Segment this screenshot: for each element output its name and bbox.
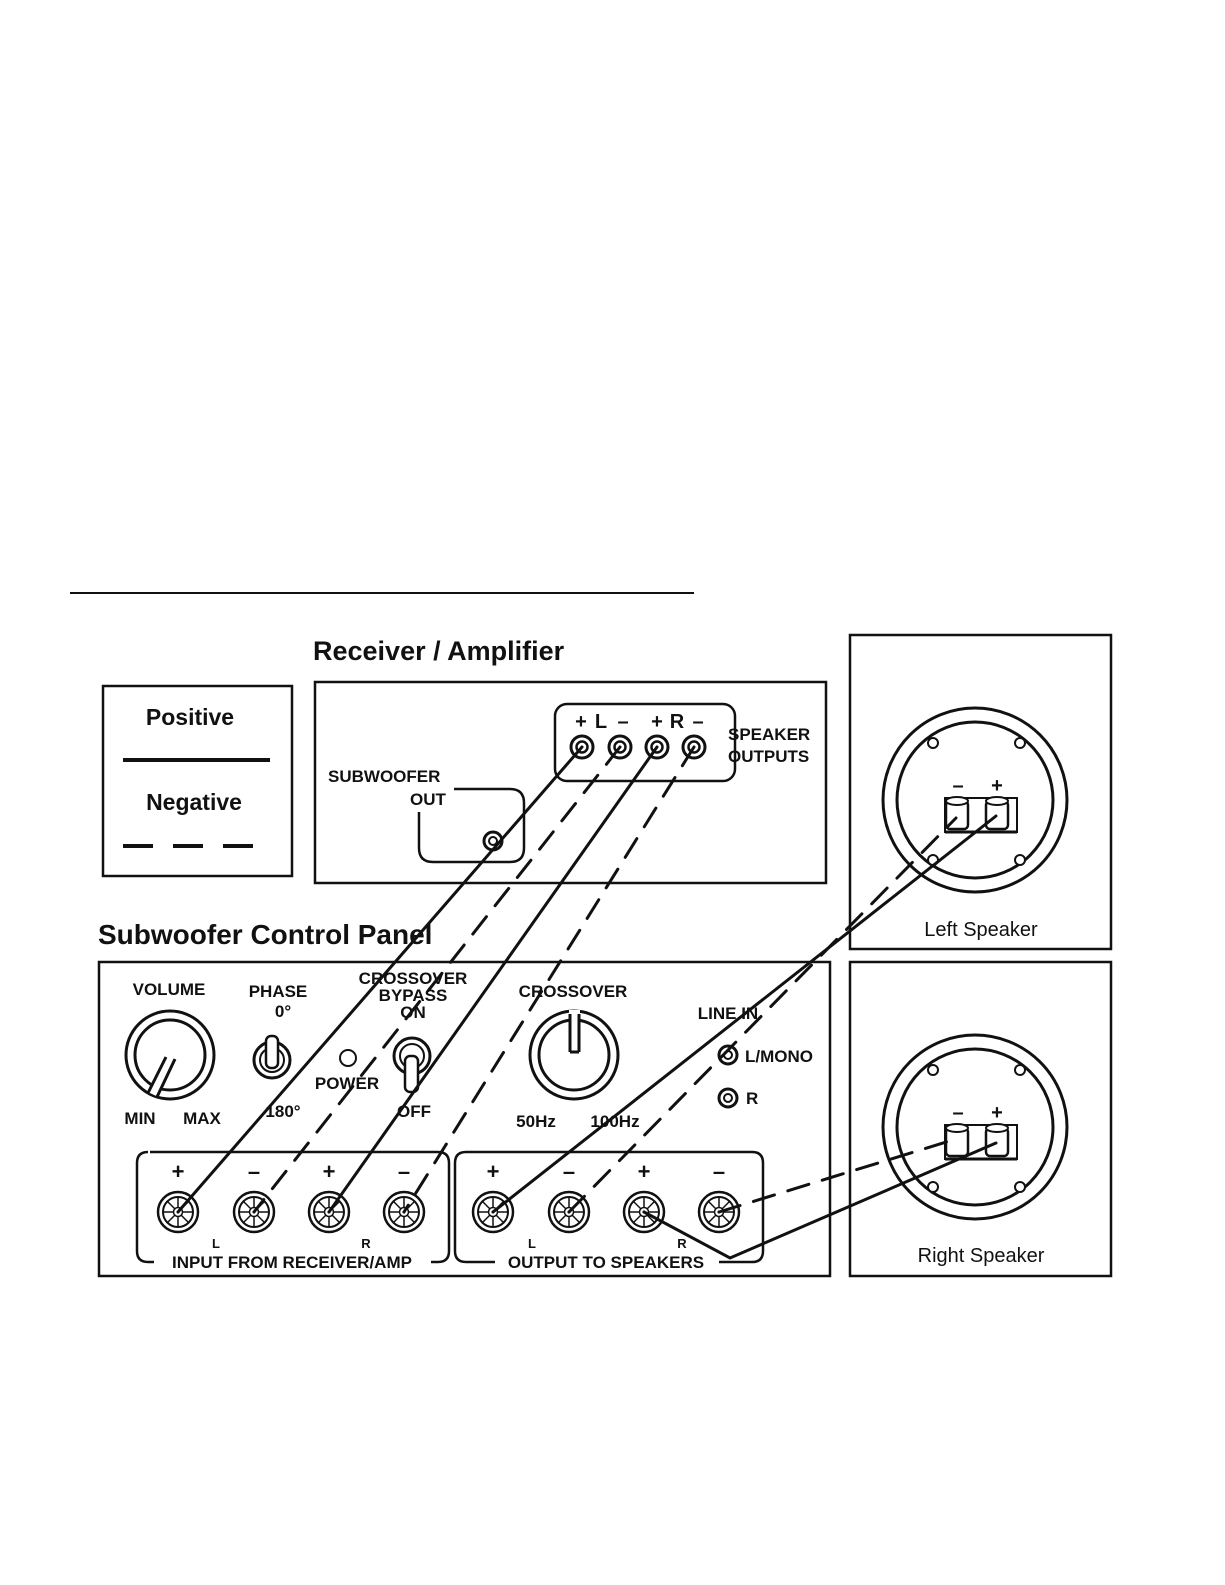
- terminal-mark-r: R: [670, 711, 685, 733]
- right-speaker: – + Right Speaker: [848, 960, 1113, 1278]
- power-label: POWER: [315, 1074, 379, 1093]
- speaker-outputs-bracket: [553, 702, 737, 783]
- left-speaker-plus-mark: +: [991, 775, 1003, 797]
- output-sign-4: –: [713, 1159, 725, 1184]
- terminal-mark-l-plus: +: [575, 711, 587, 733]
- wire-right-negative-input: [402, 745, 696, 1214]
- output-sign-1: +: [487, 1159, 500, 1184]
- wire-right-speaker-positive: [642, 1141, 998, 1260]
- terminal-mark-l: L: [595, 711, 607, 733]
- wire-right-positive-input: [327, 745, 659, 1214]
- power-led: [339, 1049, 357, 1067]
- legend: Positive Negative: [101, 684, 294, 878]
- output-sign-2: –: [563, 1159, 575, 1184]
- bypass-off-label: OFF: [397, 1102, 431, 1121]
- terminal-mark-r-minus: –: [692, 711, 703, 733]
- control-panel-title: Subwoofer Control Panel: [98, 919, 432, 950]
- line-in-label: LINE IN: [698, 1004, 758, 1023]
- line-in-r-label: R: [746, 1089, 758, 1108]
- wire-right-speaker-negative: [717, 1137, 958, 1214]
- receiver-title: Receiver / Amplifier: [313, 636, 565, 666]
- volume-knob: [124, 1009, 216, 1101]
- left-speaker-minus-mark: –: [952, 775, 963, 797]
- line-in-r-jack: [717, 1087, 739, 1109]
- terminal-mark-r-plus: +: [651, 711, 663, 733]
- subwoofer-out-label-1: SUBWOOFER: [328, 767, 440, 786]
- legend-positive-label: Positive: [146, 704, 234, 730]
- line-in-l-mono-label: L/MONO: [745, 1047, 813, 1066]
- output-group-label: OUTPUT TO SPEAKERS: [508, 1253, 704, 1272]
- speaker-outputs-label-1: SPEAKER: [728, 725, 810, 744]
- right-speaker-label: Right Speaker: [918, 1245, 1045, 1267]
- legend-negative-label: Negative: [146, 789, 242, 815]
- input-sign-2: –: [248, 1159, 260, 1184]
- crossover-50hz-label: 50Hz: [516, 1112, 556, 1131]
- subwoofer-control-panel: Subwoofer Control Panel VOLUME MIN MAX P…: [97, 919, 832, 1278]
- left-speaker: – + Left Speaker: [848, 633, 1113, 951]
- wire-left-negative-input: [252, 745, 622, 1214]
- volume-max-label: MAX: [183, 1109, 221, 1128]
- left-speaker-label: Left Speaker: [924, 919, 1038, 941]
- subwoofer-out-bracket: [417, 787, 526, 864]
- wire-left-speaker-negative: [567, 816, 958, 1214]
- terminal-mark-l-minus: –: [617, 711, 628, 733]
- volume-label: VOLUME: [133, 980, 206, 999]
- bypass-label-2: BYPASS: [379, 986, 448, 1005]
- output-r-label: R: [677, 1236, 687, 1251]
- input-l-label: L: [212, 1236, 220, 1251]
- phase-switch: [252, 1034, 292, 1080]
- phase-label: PHASE: [249, 982, 308, 1001]
- volume-min-label: MIN: [124, 1109, 155, 1128]
- phase-0-label: 0°: [275, 1002, 291, 1021]
- input-sign-4: –: [398, 1159, 410, 1184]
- input-sign-3: +: [323, 1159, 336, 1184]
- output-group-bracket: [453, 1150, 765, 1264]
- right-speaker-minus-mark: –: [952, 1102, 963, 1124]
- bypass-switch: [392, 1036, 432, 1094]
- speaker-outputs-label-2: OUTPUTS: [728, 747, 809, 766]
- receiver-amplifier: Receiver / Amplifier + L – + R – SPEAKER…: [313, 636, 828, 885]
- wires: [176, 745, 998, 1260]
- right-speaker-plus-mark: +: [991, 1102, 1003, 1124]
- bypass-on-label: ON: [400, 1003, 426, 1022]
- wire-left-positive-input: [176, 745, 584, 1214]
- wire-left-speaker-positive: [491, 814, 998, 1214]
- crossover-knob: [528, 1009, 620, 1101]
- crossover-label: CROSSOVER: [519, 982, 628, 1001]
- output-sign-3: +: [638, 1159, 651, 1184]
- output-l-label: L: [528, 1236, 536, 1251]
- input-r-label: R: [361, 1236, 371, 1251]
- phase-180-label: 180°: [265, 1102, 300, 1121]
- input-group-label: INPUT FROM RECEIVER/AMP: [172, 1253, 412, 1272]
- input-sign-1: +: [172, 1159, 185, 1184]
- subwoofer-out-label-2: OUT: [410, 790, 447, 809]
